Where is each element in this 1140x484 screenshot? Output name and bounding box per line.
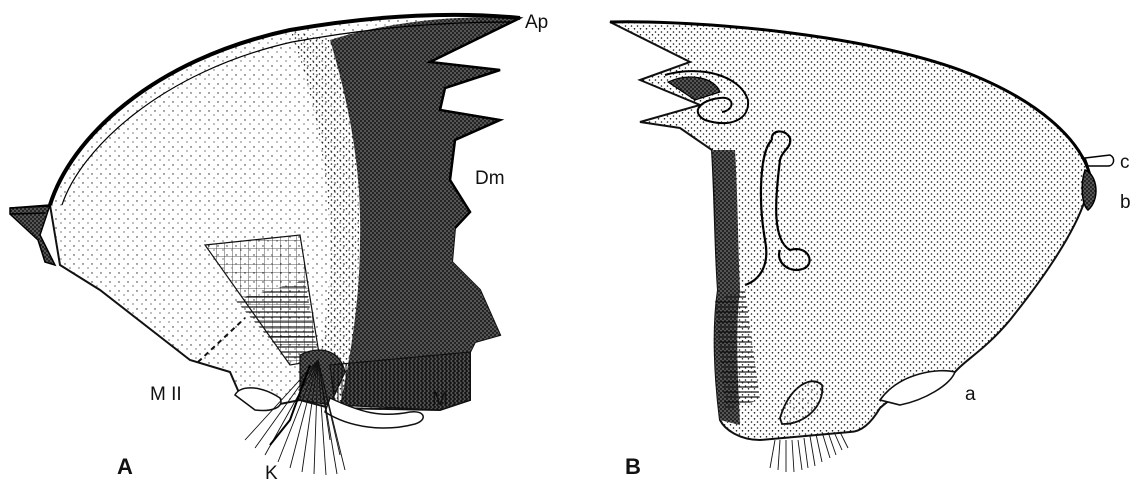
panel-label-a: A [117, 454, 133, 479]
label-ap: Ap [525, 12, 548, 33]
panel-b-drawing [610, 22, 1114, 472]
panel-label-b: B [625, 454, 641, 479]
label-a-pore: a [965, 384, 976, 405]
label-c: c [1120, 152, 1130, 173]
label-m: M [432, 389, 448, 410]
label-mii: M II [150, 384, 182, 405]
label-dm: Dm [475, 168, 505, 189]
mandible-b-knob-b [1082, 170, 1096, 210]
label-k: K [265, 463, 278, 484]
mandible-b-knob-c [1085, 155, 1114, 166]
label-b: b [1120, 192, 1131, 213]
